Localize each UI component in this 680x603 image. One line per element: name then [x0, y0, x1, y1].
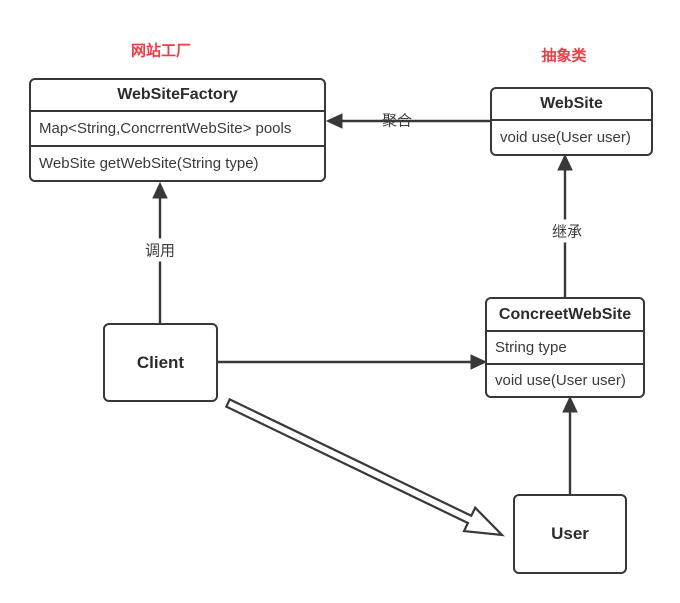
client-to-concreetwebsite-arrow — [218, 354, 488, 370]
class-box-concreetwebsite: ConcreetWebSite String type void use(Use… — [485, 297, 645, 398]
client-to-user-hollow-arrow — [224, 397, 505, 537]
aggregation-relation-label: 聚合 — [381, 112, 413, 130]
user-to-concreetwebsite-arrow — [562, 395, 578, 494]
client-title: Client — [136, 352, 185, 372]
inheritance-relation-label: 继承 — [549, 219, 585, 243]
class-box-websitefactory: WebSiteFactory Map<String,ConcrrentWebSi… — [29, 78, 326, 182]
websitefactory-attribute: Map<String,ConcrrentWebSite> pools — [31, 110, 324, 145]
class-box-user: User — [513, 494, 627, 574]
class-box-website: WebSite void use(User user) — [490, 87, 653, 156]
website-method: void use(User user) — [492, 119, 651, 154]
aggregation-arrow — [325, 113, 490, 129]
factory-annotation-label: 网站工厂 — [130, 42, 192, 60]
class-box-client: Client — [103, 323, 218, 402]
concreetwebsite-title: ConcreetWebSite — [498, 305, 632, 323]
abstract-class-annotation-label: 抽象类 — [541, 47, 587, 65]
user-title: User — [551, 524, 589, 543]
website-title: WebSite — [540, 95, 603, 112]
call-relation-label: 调用 — [142, 238, 178, 262]
concreetwebsite-method: void use(User user) — [487, 363, 643, 396]
websitefactory-title: WebSiteFactory — [117, 86, 238, 103]
concreetwebsite-attribute: String type — [487, 330, 643, 363]
websitefactory-method: WebSite getWebSite(String type) — [31, 145, 324, 180]
